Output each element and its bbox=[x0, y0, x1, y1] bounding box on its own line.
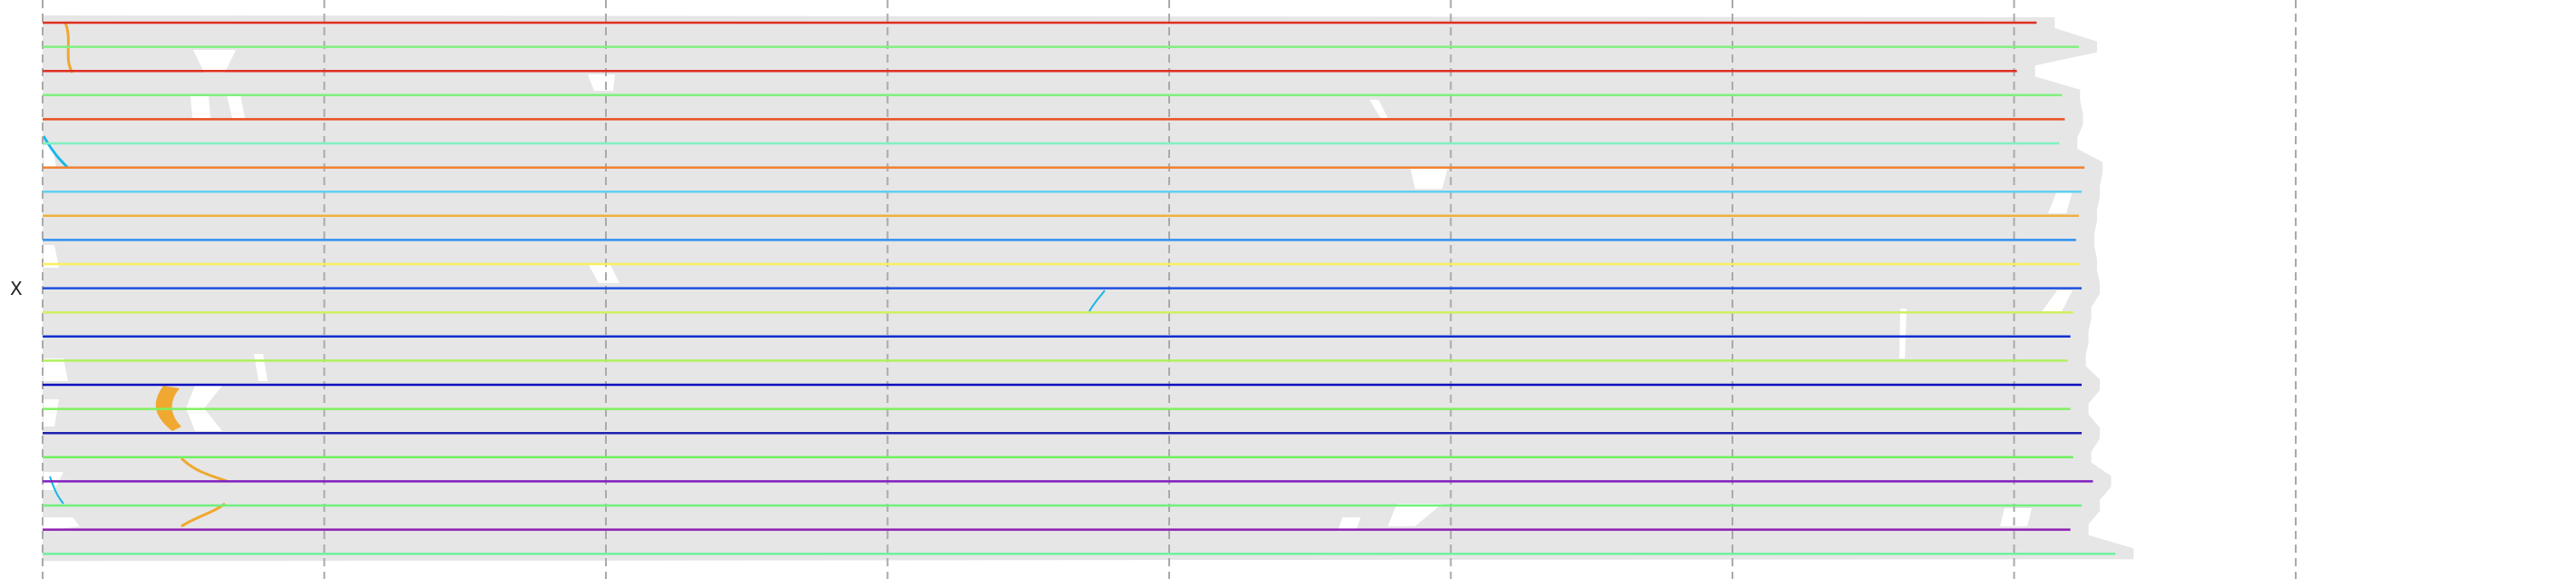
x-gridlines bbox=[42, 0, 2297, 579]
chromosome-label: X bbox=[10, 278, 23, 299]
series-lines bbox=[43, 21, 2116, 555]
